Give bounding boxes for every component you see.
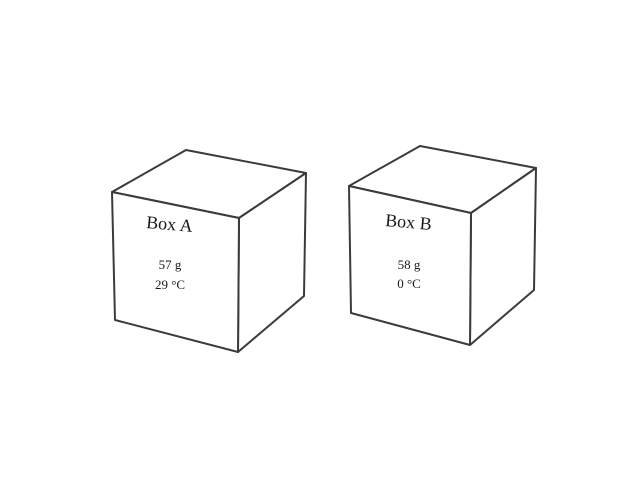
- box-a-mass: 57 g: [159, 257, 182, 272]
- box-a-front-face: [111, 191, 240, 353]
- box-b-mass: 58 g: [398, 257, 421, 272]
- box-b-temperature: 0 °C: [397, 276, 421, 291]
- box-b-title: Box B: [384, 210, 432, 234]
- box-a: Box A 57 g 29 °C: [111, 149, 307, 353]
- box-a-title: Box A: [145, 212, 193, 236]
- box-b: Box B 58 g 0 °C: [348, 145, 537, 346]
- box-b-front-face: [348, 185, 472, 346]
- box-a-temperature: 29 °C: [155, 277, 185, 292]
